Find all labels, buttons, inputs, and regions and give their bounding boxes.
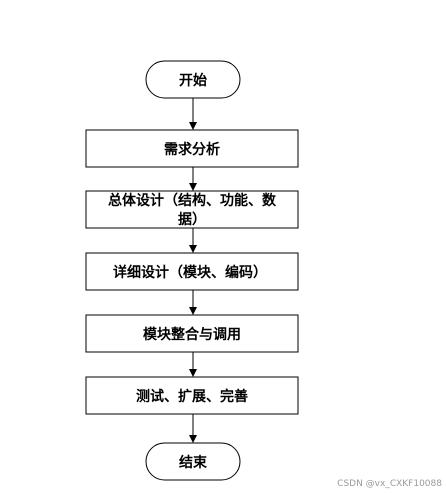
arrow-overall-to-detailed-design: [189, 228, 197, 253]
step-detailed-design-label: 详细设计（模块、编码）: [113, 264, 267, 281]
arrow-requirements-to-overall-design: [189, 167, 197, 191]
start-node-label: 开始: [179, 72, 207, 89]
step-requirements-analysis: 需求分析: [85, 129, 299, 168]
step-requirements-analysis-label: 需求分析: [164, 141, 220, 158]
step-overall-design: 总体设计（结构、功能、数 据）: [85, 190, 299, 229]
step-module-integration-label: 模块整合与调用: [143, 326, 241, 343]
step-overall-design-label-line1: 总体设计（结构、功能、数: [108, 192, 277, 209]
step-detailed-design: 详细设计（模块、编码）: [85, 252, 299, 291]
arrow-start-to-requirements: [189, 98, 197, 130]
watermark-text: CSDN @vx_CXKF10088: [337, 479, 442, 489]
step-module-integration: 模块整合与调用: [85, 314, 299, 353]
arrow-detailed-design-to-integration: [189, 290, 197, 315]
arrow-integration-to-testing: [189, 352, 197, 377]
start-node: 开始: [145, 60, 241, 99]
end-node-label: 结束: [179, 454, 208, 471]
step-testing-extension: 测试、扩展、完善: [85, 376, 299, 415]
step-overall-design-label-line2: 据）: [178, 211, 206, 228]
end-node: 结束: [145, 442, 241, 481]
step-testing-extension-label: 测试、扩展、完善: [136, 388, 248, 405]
arrow-testing-to-end: [189, 414, 197, 443]
